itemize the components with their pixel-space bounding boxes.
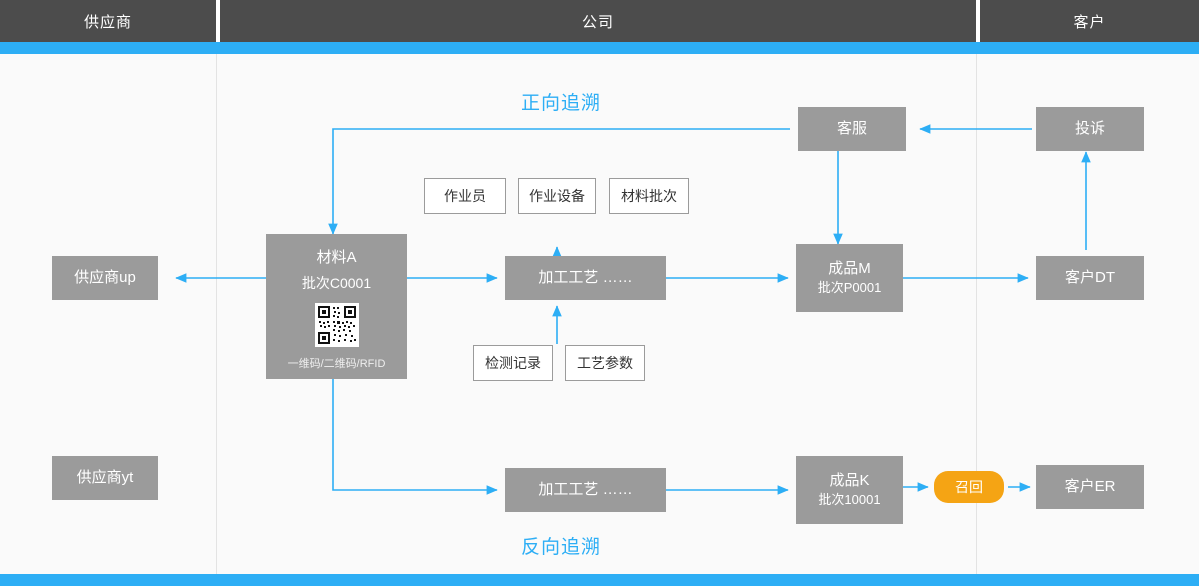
node-customer-er-label: 客户ER [1064,477,1116,495]
header-segment-supplier-label: 供应商 [83,13,132,31]
node-supplier-yt-label: 供应商yt [76,468,134,486]
node-product-m[interactable]: 成品M 批次P0001 [796,244,903,312]
node-process-top[interactable]: 加工工艺 …… [505,256,666,300]
node-material-a-codes: 一维码/二维码/RFID [287,358,386,370]
node-material-a[interactable]: 材料A 批次C0001 [266,234,407,379]
top-accent-bar [0,42,1199,54]
node-process-bottom-label: 加工工艺 …… [538,480,633,498]
node-supplier-yt[interactable]: 供应商yt [52,456,158,500]
node-product-m-title: 成品M [828,260,871,278]
header-segment-customer: 客户 [980,0,1199,42]
node-customer-dt-label: 客户DT [1065,268,1115,286]
node-customer-service-label: 客服 [836,119,867,137]
connector-layer [175,124,1091,495]
attribute-equipment-label: 作业设备 [529,188,585,204]
divider-company-customer [976,54,977,574]
attribute-operator[interactable]: 作业员 [424,178,506,214]
attribute-operator-label: 作业员 [444,188,486,204]
attribute-inspection-record-label: 检测记录 [485,355,541,371]
node-supplier-up-label: 供应商up [74,268,136,286]
node-product-k-title: 成品K [829,472,870,490]
node-material-a-title: 材料A [316,249,357,266]
node-product-m-batch: 批次P0001 [817,280,882,296]
caption-reverse-trace: 反向追溯 [521,537,602,558]
node-supplier-up[interactable]: 供应商up [52,256,158,300]
bottom-accent-bar [0,574,1199,586]
header-bar: 供应商 公司 客户 [0,0,1199,51]
header-segment-supplier: 供应商 [0,0,216,42]
node-recall-label: 召回 [955,479,983,495]
header-segment-company-label: 公司 [581,13,614,31]
node-customer-er[interactable]: 客户ER [1036,465,1144,509]
qr-code-icon [314,303,359,347]
header-segment-company: 公司 [220,0,976,42]
node-process-bottom[interactable]: 加工工艺 …… [505,468,666,512]
attribute-inspection-record[interactable]: 检测记录 [473,345,553,381]
attribute-equipment[interactable]: 作业设备 [518,178,596,214]
node-complaint[interactable]: 投诉 [1036,107,1144,151]
node-complaint-label: 投诉 [1074,119,1105,137]
attribute-material-batch[interactable]: 材料批次 [609,178,689,214]
node-customer-dt[interactable]: 客户DT [1036,256,1144,300]
node-product-k[interactable]: 成品K 批次10001 [796,456,903,524]
attribute-process-param-label: 工艺参数 [577,355,633,371]
divider-supplier-company [216,54,217,574]
header-segment-customer-label: 客户 [1073,13,1106,31]
attribute-material-batch-label: 材料批次 [621,188,677,204]
attribute-process-param[interactable]: 工艺参数 [565,345,645,381]
node-recall[interactable]: 召回 [934,471,1004,503]
node-product-k-batch: 批次10001 [818,492,881,508]
node-process-top-label: 加工工艺 …… [538,268,633,286]
caption-forward-trace: 正向追溯 [521,93,602,114]
flow-area: 正向追溯 反向追溯 供应商up 供应商yt 材料A 批次C0001 [0,54,1199,574]
node-customer-service[interactable]: 客服 [798,107,906,151]
node-material-a-batch: 批次C0001 [301,275,372,291]
